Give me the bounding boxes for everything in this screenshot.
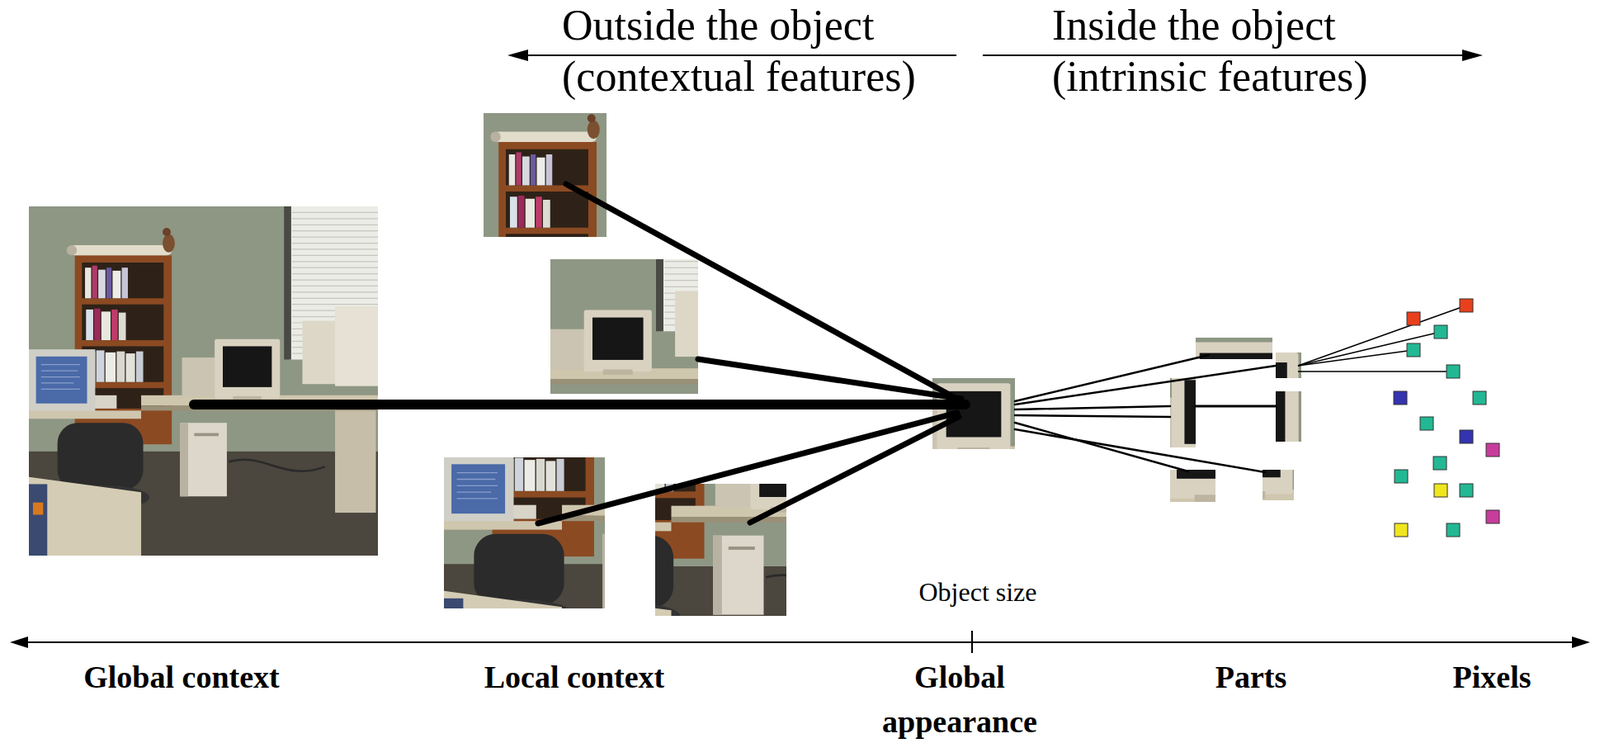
scale-label: Pixels — [1409, 654, 1575, 699]
scale-label: Global appearance — [860, 654, 1059, 743]
region-heading: Inside the object (intrinsic features) — [1052, 0, 1440, 103]
region-heading: Outside the object (contextual features) — [561, 0, 950, 103]
axis-marker-label: Object size — [887, 575, 1069, 608]
scale-label: Parts — [1168, 654, 1334, 699]
scale-label: Local context — [450, 654, 699, 699]
scale-label: Global context — [49, 654, 314, 699]
